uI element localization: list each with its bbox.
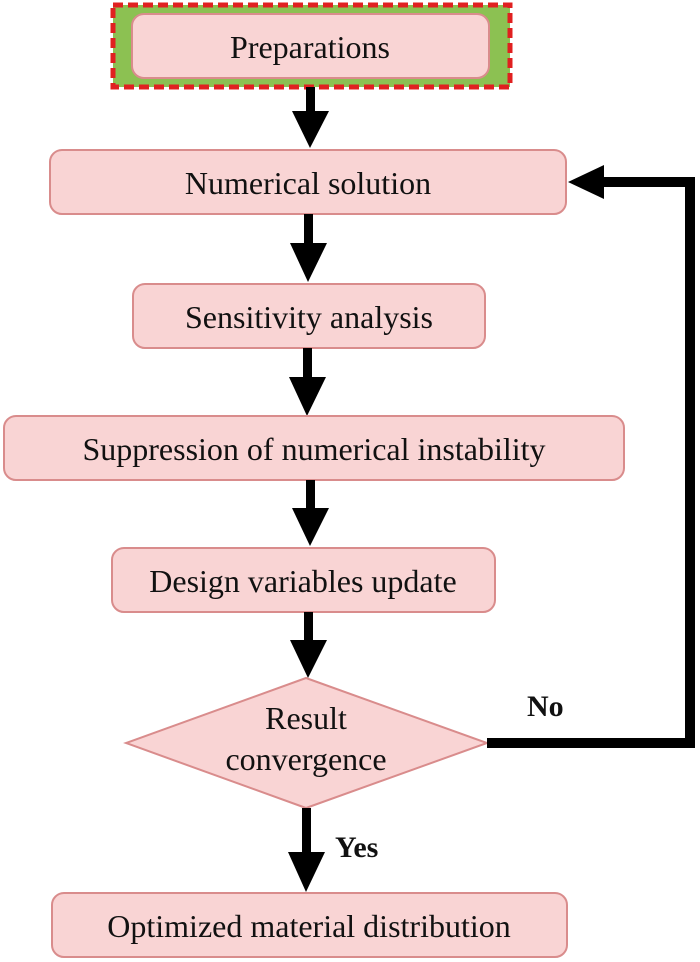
optimized-distribution-box xyxy=(51,892,568,958)
numerical-solution-label: Numerical solution xyxy=(185,165,431,201)
optimized-distribution-label: Optimized material distribution xyxy=(107,908,510,944)
sensitivity-analysis-label: Sensitivity analysis xyxy=(185,299,433,335)
no-branch-label: No xyxy=(527,690,564,723)
arrow-head-yes xyxy=(288,852,325,892)
no-loop-arrow-head xyxy=(568,165,604,199)
result-label-line2: convergence xyxy=(225,741,386,777)
design-update-box xyxy=(111,547,496,613)
arrow-shaft-4 xyxy=(306,480,315,510)
arrow-shaft-yes xyxy=(302,808,311,854)
arrow-head-2 xyxy=(290,243,327,282)
yes-branch-label: Yes xyxy=(335,831,378,864)
preparations-label: Preparations xyxy=(230,29,390,65)
arrow-shaft-3 xyxy=(303,348,312,379)
arrow-head-4 xyxy=(292,508,329,546)
arrow-head-1 xyxy=(292,111,329,148)
arrow-head-3 xyxy=(289,377,326,416)
arrow-shaft-5 xyxy=(304,612,313,642)
suppression-label: Suppression of numerical instability xyxy=(82,431,545,467)
preparations-box xyxy=(131,13,490,79)
arrow-shaft-1 xyxy=(306,87,315,113)
arrow-head-5 xyxy=(290,640,327,678)
result-label-line1: Result xyxy=(265,700,347,736)
design-update-label: Design variables update xyxy=(149,563,456,599)
no-loop-line xyxy=(487,177,695,748)
arrow-shaft-2 xyxy=(304,214,313,245)
